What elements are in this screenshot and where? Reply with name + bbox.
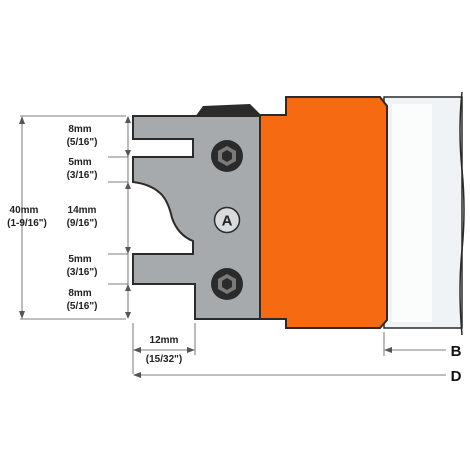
dim-label-mm: 14mm [68, 205, 97, 216]
dimension-arrow-icon [125, 150, 131, 157]
dimension-arrow-icon [125, 182, 131, 189]
bottom-width-inch: (15/32") [146, 354, 182, 365]
dim-label-mm: 8mm [68, 124, 91, 135]
dim-label-inch: (3/16") [67, 267, 98, 278]
dim-label-mm: 8mm [68, 288, 91, 299]
dimension-arrow-icon [19, 116, 25, 124]
dim-label-inch: (3/16") [67, 170, 98, 181]
dimension-arrow-icon [125, 312, 131, 319]
total-height-dimension [19, 115, 126, 320]
reference-d-dimension [133, 372, 446, 378]
cutter-body-orange [259, 96, 388, 329]
total-height-mm: 40mm [10, 205, 39, 216]
marker-a: A [213, 206, 241, 234]
shaft [383, 91, 465, 336]
dim-label-inch: (9/16") [67, 218, 98, 229]
dim-label-inch: (5/16") [67, 137, 98, 148]
dimension-arrow-icon [133, 347, 141, 353]
shaft-highlight [392, 104, 432, 322]
dimension-arrow-icon [125, 116, 131, 123]
hex-socket-screw-icon [211, 140, 243, 172]
dim-label-inch: (5/16") [67, 301, 98, 312]
dimension-arrow-icon [125, 247, 131, 254]
clamp-top [195, 104, 262, 117]
reference-b-dimension [383, 332, 446, 356]
dimension-arrow-icon [133, 372, 141, 378]
marker-a-label: A [222, 213, 233, 230]
bottom-width-mm: 12mm [150, 335, 179, 346]
bottom-width-dimension [132, 323, 196, 374]
dim-label-mm: 5mm [68, 254, 91, 265]
reference-b-label: B [451, 343, 462, 360]
hex-socket-screw-icon [211, 268, 243, 300]
dimension-arrow-icon [19, 311, 25, 319]
dimension-arrow-icon [384, 347, 392, 353]
profile-dimension-lines [108, 116, 131, 319]
dim-label-mm: 5mm [68, 157, 91, 168]
shaft-break-line [459, 91, 465, 336]
dimension-arrow-icon [125, 284, 131, 291]
dimension-arrow-icon [187, 347, 195, 353]
reference-d-label: D [451, 368, 462, 385]
total-height-inch: (1-9/16") [7, 218, 47, 229]
